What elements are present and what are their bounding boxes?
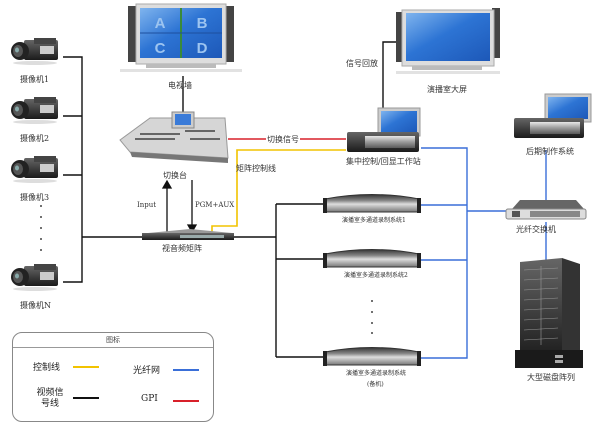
camera-icon [11, 156, 58, 183]
camera-group [11, 38, 58, 291]
legend-video-label: 视频信号线 [36, 388, 64, 409]
workstation-fiber [420, 147, 468, 359]
switcher-arrows [161, 179, 198, 234]
disk-array-icon [515, 258, 583, 368]
camera-1-label: 摄像机1 [20, 75, 50, 84]
video-lines [63, 41, 397, 358]
tv-wall-label: 电视墙 [168, 81, 192, 90]
fiber-switch-label: 光纤交换机 [516, 225, 556, 234]
camera-icon [11, 97, 58, 124]
recorder-backup-icon [323, 347, 421, 366]
tv-tile-d: D [197, 40, 208, 57]
tv-tile-c: C [155, 40, 166, 57]
camera-2-label: 摄像机2 [20, 134, 50, 143]
av-matrix-icon [142, 229, 234, 240]
legend-gpi-label: GPI [141, 394, 158, 404]
post-system-label: 后期制作系统 [526, 147, 574, 156]
switcher-label: 切换台 [163, 171, 187, 180]
switcher-console-icon [119, 111, 229, 163]
recorder-ellipsis [371, 300, 373, 334]
recorder-1-label: 演播室多通道录制系统1 [342, 217, 406, 224]
input-label: Input [137, 201, 157, 209]
legend-title: 图标 [13, 333, 213, 348]
fiber-switch-icon [505, 200, 587, 220]
legend-box: 图标 控制线 光纤网 视频信号线 GPI [12, 332, 214, 422]
matrix-control-label: 矩阵控制线 [236, 164, 276, 173]
camera-icon [11, 38, 58, 65]
recorder-group [323, 194, 421, 366]
legend-gpi-line [173, 400, 199, 402]
switch-signal-label: 切换信号 [266, 134, 300, 145]
recorder-2-label: 演播室多通道录制系统2 [344, 272, 408, 279]
signal-return-label: 信号回放 [346, 59, 378, 68]
camera-bus-line [63, 56, 83, 283]
workstation-icon [347, 107, 421, 152]
fiber-lines [420, 147, 547, 359]
pgm-aux-arrowhead [186, 224, 198, 234]
pgm-aux-label: PGM+AUX [195, 201, 235, 209]
camera-ellipsis [40, 205, 42, 251]
tv-wall-icon: A B C D [120, 3, 242, 72]
studio-screen-label: 演播室大屏 [427, 85, 467, 94]
legend-fiber-line [173, 369, 199, 371]
camera-3-label: 摄像机3 [20, 193, 50, 202]
recorder-1-icon [323, 194, 421, 213]
recorder-2-icon [323, 249, 421, 268]
legend-fiber-label: 光纤网 [133, 366, 161, 376]
post-production-icon [514, 93, 592, 138]
recorder-backup-sublabel: (备机) [367, 381, 384, 388]
signal-return-line [382, 41, 397, 108]
workstation-label: 集中控制/回显工作站 [346, 157, 421, 166]
camera-icon [11, 264, 58, 291]
studio-screen-icon [396, 8, 500, 74]
legend-video-line [73, 397, 99, 399]
camera-n-label: 摄像机N [20, 301, 51, 310]
tv-tile-a: A [155, 15, 166, 32]
recorder-backup-label: 演播室多通道录制系统 [346, 370, 407, 377]
matrix-label: 视音频矩阵 [162, 244, 202, 253]
tv-tile-b: B [197, 15, 208, 32]
matrix-control-line [211, 149, 346, 234]
legend-control-label: 控制线 [33, 363, 61, 373]
legend-control-line [73, 366, 99, 368]
disk-array-label: 大型磁盘阵列 [527, 373, 575, 382]
input-arrowhead [161, 179, 173, 189]
